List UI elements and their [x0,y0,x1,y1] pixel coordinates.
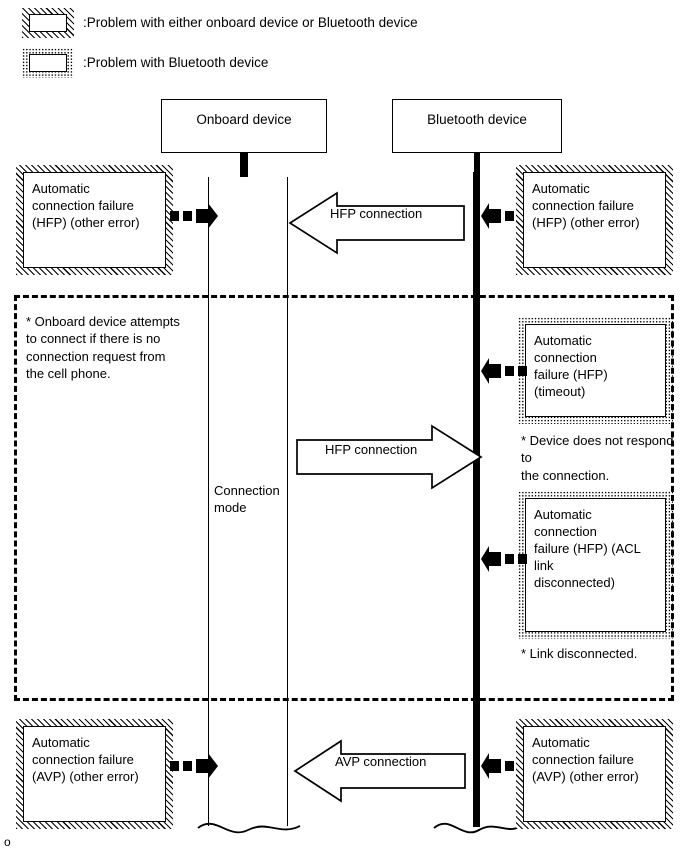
legend-item-either-device: :Problem with either onboard device or B… [22,8,418,38]
block-arrow-label-hfp-top: HFP connection [330,206,423,221]
lane-break-wave [196,810,302,846]
onboard-connector-stub [240,153,248,178]
connection-mode-label: Connection mode [214,483,280,515]
bluetooth-device-label: Bluetooth device [427,112,527,127]
error-box-hfp-acl-disconnected: Automatic connection failure (HFP) (ACL … [518,491,673,639]
onboard-device-label: Onboard device [196,112,292,127]
block-arrow-hfp-connection-mid [296,424,483,490]
dashed-arrow-acl-to-bt [481,546,527,574]
onboard-device-box: Onboard device [161,99,327,153]
dashed-arrow-timeout-to-bt [481,358,527,386]
legend-label-bluetooth-device: :Problem with Bluetooth device [83,55,269,71]
error-box-avp-other-error-left: Automatic connection failure (AVP) (othe… [16,719,173,829]
bluetooth-lifeline-break-wave [432,810,524,847]
block-arrow-label-hfp-mid: HFP connection [325,442,418,457]
error-box-avp-other-error-right: Automatic connection failure (AVP) (othe… [516,719,673,829]
hatched-swatch [22,8,74,38]
swatch-inner [29,54,67,72]
connection-mode-lane [208,177,288,827]
block-arrow-avp-connection-bottom [293,739,466,803]
error-box-text: Automatic connection failure (AVP) (othe… [23,726,166,822]
error-box-hfp-timeout: Automatic connection failure (HFP) (time… [518,317,673,424]
legend-label-either-device: :Problem with either onboard device or B… [83,15,418,31]
block-arrow-label-avp-bottom: AVP connection [335,754,427,769]
footer-mark: o [4,835,11,849]
dashed-arrow-left-to-lane-avp [170,753,218,781]
error-box-hfp-other-error-right: Automatic connection failure (HFP) (othe… [516,165,673,275]
legend-item-bluetooth-device: :Problem with Bluetooth device [22,48,268,78]
note-no-response: * Device does not respond to the connect… [521,433,674,483]
error-box-text: Automatic connection failure (AVP) (othe… [523,726,666,822]
error-box-text: Automatic connection failure (HFP) (othe… [23,172,166,268]
error-box-text: Automatic connection failure (HFP) (ACL … [525,498,666,632]
dotted-swatch [22,48,74,78]
error-box-text: Automatic connection failure (HFP) (othe… [523,172,666,268]
swatch-inner [29,14,67,32]
bluetooth-connector-stub [474,153,480,173]
dashed-arrow-left-to-lane-hfp [170,203,218,231]
bluetooth-lifeline [473,172,480,827]
error-box-hfp-other-error-left: Automatic connection failure (HFP) (othe… [16,165,173,275]
bluetooth-device-box: Bluetooth device [392,99,562,153]
note-link-disconnected: * Link disconnected. [521,646,638,661]
error-box-text: Automatic connection failure (HFP) (time… [525,324,666,417]
note-onboard-attempt: * Onboard device attempts to connect if … [26,314,180,381]
block-arrow-hfp-connection-top [288,191,465,255]
